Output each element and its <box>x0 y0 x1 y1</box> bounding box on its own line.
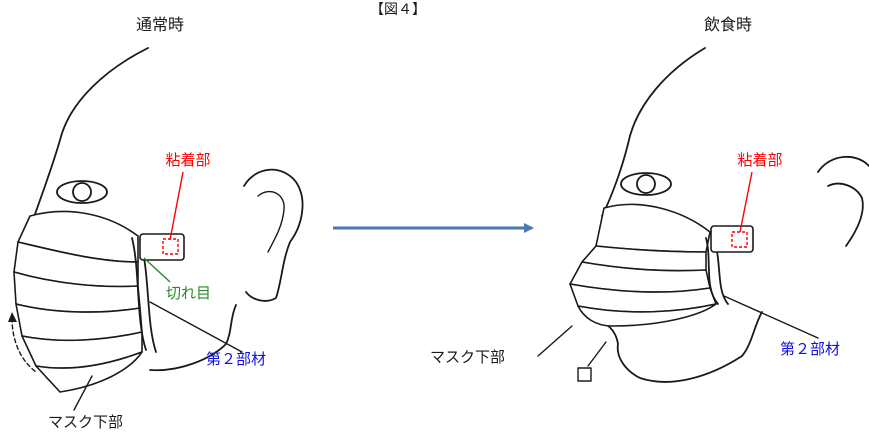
left-ear-icon <box>243 168 304 302</box>
left-pupil-icon <box>72 182 92 202</box>
left-mask <box>13 210 157 393</box>
right-eye-icon <box>620 172 672 196</box>
right-mask-bottom-label: マスク下部 <box>430 348 505 366</box>
left-second-member-label: 第２部材 <box>206 350 266 368</box>
left-mask-bottom-label: マスク下部 <box>48 413 123 431</box>
right-reference-leader <box>587 341 607 367</box>
left-cut-leader <box>143 257 171 283</box>
right-reference-square-icon <box>577 367 592 382</box>
right-second-member-label: 第２部材 <box>780 340 840 358</box>
left-adhesive-label: 粘着部 <box>165 151 210 169</box>
left-second-member-leader <box>149 301 243 353</box>
left-head-outline <box>29 47 149 229</box>
right-head-outline <box>601 47 706 217</box>
left-fold-motion-head <box>8 312 17 322</box>
left-adhesive-leader <box>169 171 184 241</box>
left-eye-icon <box>56 180 108 204</box>
right-ear-icon <box>817 155 869 173</box>
right-pupil-icon <box>636 174 656 194</box>
right-adhesive-label: 粘着部 <box>737 151 782 169</box>
right-adhesive-area <box>731 231 748 248</box>
left-mask-bottom-leader <box>73 375 93 411</box>
right-second-member-leader <box>723 295 819 339</box>
left-ear-inner <box>257 191 285 253</box>
right-mouth-outline <box>595 311 763 383</box>
right-mask-bottom-leader <box>537 325 573 357</box>
right-ear-lower <box>827 182 864 247</box>
right-mask <box>569 203 729 327</box>
right-adhesive-leader <box>739 171 753 233</box>
right-panel-title: 飲食時 <box>704 15 752 34</box>
left-panel-title: 通常時 <box>136 15 184 34</box>
left-cut-label: 切れ目 <box>166 284 211 302</box>
figure-label: 【図４】 <box>370 2 426 18</box>
left-fold-motion-icon <box>11 317 37 373</box>
